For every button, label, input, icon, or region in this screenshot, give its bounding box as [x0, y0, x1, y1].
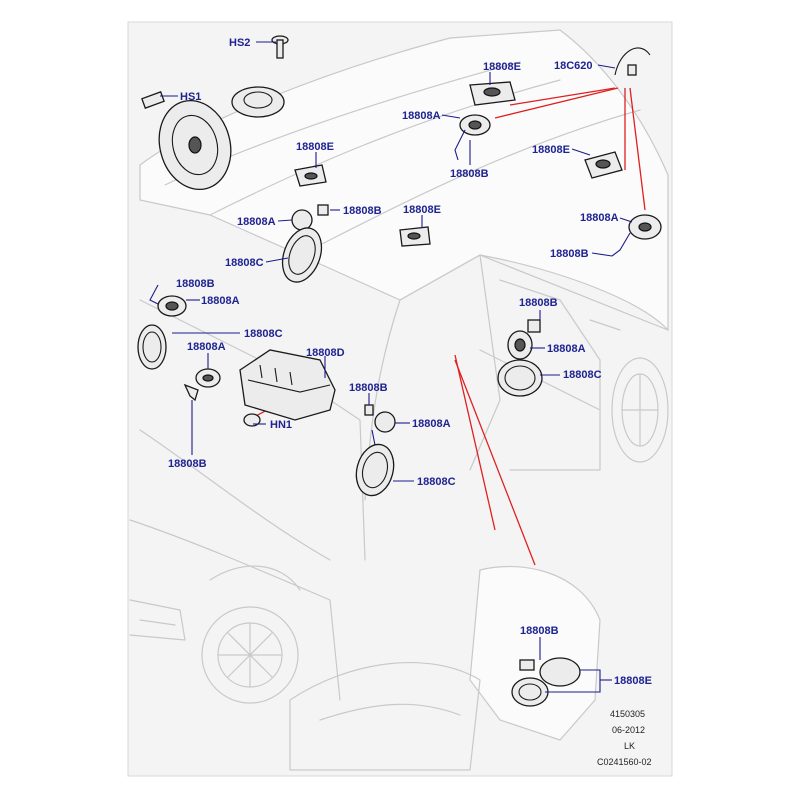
label-hs2: HS2	[229, 37, 250, 49]
label-rdoor-b: 18808B	[519, 297, 558, 309]
speaker-rdoor-c	[497, 359, 543, 397]
leader-lines	[160, 41, 633, 693]
label-rear-b: 18808B	[550, 248, 589, 260]
speaker-door-a	[364, 404, 396, 446]
label-rear-a: 18808A	[580, 212, 619, 224]
speaker-seat	[511, 657, 581, 707]
speaker-door-c	[355, 443, 395, 497]
speaker-rdoor-a	[507, 330, 533, 360]
speaker-left-c	[137, 324, 167, 370]
part-labels: HS2 HS1 18C620 18808E 18808A 18808B 1880…	[168, 37, 652, 687]
label-seat-b: 18808B	[520, 625, 559, 637]
reference-block: 4150305 06-2012 LK C0241560-02	[597, 709, 652, 767]
label-front-e: 18808E	[296, 141, 334, 153]
tweeter-rear	[584, 151, 623, 179]
label-mid-e: 18808E	[403, 204, 441, 216]
label-roof-b-1: 18808B	[450, 168, 489, 180]
tweeter-hs2	[231, 35, 289, 118]
reference-number: 4150305	[610, 709, 645, 719]
reference-date: 06-2012	[612, 725, 645, 735]
connector-18c620	[614, 47, 651, 76]
label-dash-b: 18808B	[168, 458, 207, 470]
speaker-roof-a	[454, 114, 491, 161]
label-front-b: 18808B	[343, 205, 382, 217]
label-door-a: 18808A	[412, 418, 451, 430]
label-amp-d: 18808D	[306, 347, 345, 359]
label-rdoor-a: 18808A	[547, 343, 586, 355]
label-hs1: HS1	[180, 91, 201, 103]
label-door-b: 18808B	[349, 382, 388, 394]
label-hn1: HN1	[270, 419, 292, 431]
illustration-code: C0241560-02	[597, 757, 652, 767]
label-left-c: 18808C	[244, 328, 283, 340]
label-left-b: 18808B	[176, 278, 215, 290]
speaker-hs1	[141, 91, 232, 191]
reference-code: LK	[624, 741, 635, 751]
label-rear-e: 18808E	[532, 144, 570, 156]
label-18c620: 18C620	[554, 60, 593, 72]
label-roof-e-1: 18808E	[483, 61, 521, 73]
label-front-c: 18808C	[225, 257, 264, 269]
speaker-rdoor-b	[527, 319, 541, 333]
connector-dash-b	[183, 383, 199, 402]
speaker-dash-a	[195, 368, 221, 388]
label-dash-a: 18808A	[187, 341, 226, 353]
label-left-a: 18808A	[201, 295, 240, 307]
label-front-a: 18808A	[237, 216, 276, 228]
label-rdoor-c: 18808C	[563, 369, 602, 381]
speaker-hn1	[243, 413, 261, 427]
speaker-rear-a	[611, 214, 662, 257]
label-door-c: 18808C	[417, 476, 456, 488]
speaker-front-c	[281, 227, 323, 283]
label-seat-e: 18808E	[614, 675, 652, 687]
tweeter-front	[294, 164, 327, 187]
label-roof-a-1: 18808A	[402, 110, 441, 122]
speaker-left-a	[149, 284, 187, 317]
amplifier-18808d	[239, 349, 336, 421]
tweeter-mid	[399, 226, 431, 247]
tweeter-roof-1	[469, 81, 516, 106]
